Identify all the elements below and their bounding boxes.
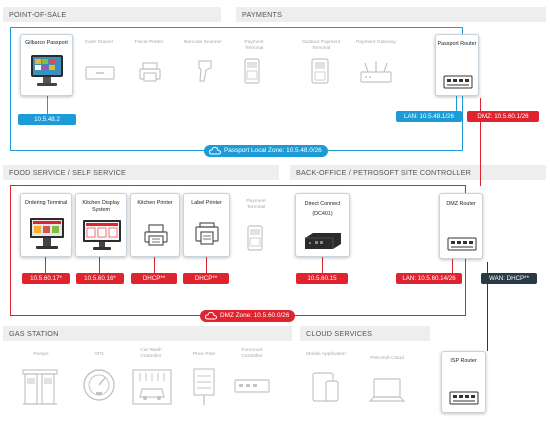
gilbarco-ip-badge: 10.5.48.2 (18, 114, 76, 125)
lan-passport-badge: LAN: 10.5.48.1/26 (396, 111, 462, 122)
pumps-label: Pumps (33, 352, 49, 357)
passport-router-label: Passport Router (437, 41, 477, 47)
gauge-icon (83, 369, 115, 401)
passport-router-link-line (456, 96, 457, 112)
passport-router-card[interactable]: Passport Router (435, 34, 479, 96)
section-title: FOOD SERVICE / SELF SERVICE (9, 168, 126, 177)
kds-link-line (99, 257, 100, 273)
dmz-link-badge: DMZ: 10.5.60.1/26 (467, 111, 539, 122)
kiosk-icon (30, 218, 64, 249)
fuel-pump-icon (22, 369, 58, 405)
gilbarco-link-line (47, 96, 48, 114)
kds-label: Kitchen Display System (82, 200, 120, 213)
dmz-router-card[interactable]: DMZ Router (439, 193, 483, 259)
dmz-router-icon (447, 237, 477, 251)
outdoor-terminal-label: Outdoor Payment Terminal (301, 40, 341, 52)
cash-drawer-label: Cash Drawer (84, 40, 114, 45)
section-title: POINT-OF-SALE (9, 10, 67, 19)
section-header-backoffice: BACK-OFFICE / PETROSOFT SITE CONTROLLER (290, 165, 546, 180)
car-wash-icon (132, 369, 172, 405)
dc-ip-badge: 10.5.60.15 (296, 273, 348, 284)
isp-router-label: ISP Router (450, 358, 477, 364)
kitchen-printer-link-line (154, 257, 155, 273)
payment-gateway-label: Payment Gateway (356, 40, 396, 45)
passport-zone-label: Passport Local Zone: 10.5.48.0/26 (204, 145, 328, 157)
fiscal-printer-icon (139, 62, 161, 82)
section-title: BACK-OFFICE / PETROSOFT SITE CONTROLLER (296, 168, 471, 177)
ordering-ip-badge: 10.5.60.17* (22, 273, 70, 284)
kitchen-printer-label: Kitchen Printer (137, 200, 173, 206)
kds-card[interactable]: Kitchen Display System (75, 193, 127, 257)
isp-router-icon (449, 391, 479, 405)
monitor-icon (83, 220, 121, 250)
food-payment-terminal-icon (247, 225, 263, 251)
ordering-terminal-card[interactable]: Ordering Terminal (20, 193, 72, 257)
atg-label: ATG (94, 352, 104, 357)
wan-link-line (487, 262, 488, 351)
section-title: CLOUD SERVICES (306, 329, 373, 338)
lan-dmz-badge: LAN: 10.5.60.14/26 (396, 273, 462, 284)
kds-ip-badge: 10.5.60.16* (76, 273, 124, 284)
dmz-router-link-line (452, 259, 453, 273)
mobile-devices-icon (312, 372, 339, 402)
cloud-icon (208, 146, 222, 155)
dmz-router-label: DMZ Router (446, 201, 476, 207)
laptop-icon (368, 378, 406, 402)
label-printer-ip-badge: DHCP** (183, 273, 229, 284)
fiscal-printer-label: Fiscal Printer (134, 40, 164, 45)
ordering-terminal-label: Ordering Terminal (24, 200, 68, 206)
kitchen-printer-card[interactable]: Kitchen Printer (130, 193, 180, 257)
dmz-link-line (480, 98, 481, 186)
price-pole-label: Price Pole (192, 352, 216, 357)
dmz-zone-text: DMZ Zone: 10.5.60.0/26 (220, 312, 290, 319)
car-wash-label: Car Wash Controller (140, 348, 162, 360)
label-printer-link-line (206, 257, 207, 273)
petrosoft-cloud-label: Petrosoft Cloud (370, 356, 404, 361)
cloud-icon (204, 311, 218, 320)
outdoor-terminal-icon (311, 58, 329, 84)
section-title: GAS STATION (9, 329, 59, 338)
payment-gateway-icon (360, 61, 392, 83)
mobile-app-label: Mobile Application (306, 352, 346, 357)
section-header-food: FOOD SERVICE / SELF SERVICE (3, 165, 279, 180)
section-header-gas: GAS STATION (3, 326, 292, 341)
pos-terminal-icon (31, 55, 63, 86)
barcode-scanner-icon (198, 60, 212, 82)
forecourt-label: Forecourt Controller (241, 348, 263, 360)
router-icon (443, 75, 473, 89)
forecourt-controller-icon (234, 379, 270, 393)
section-header-cloud: CLOUD SERVICES (300, 326, 430, 341)
controller-box-icon (305, 233, 341, 249)
gilbarco-passport-card[interactable]: Gilbarco Passport (20, 34, 73, 96)
direct-connect-card[interactable]: Direct Connect (DC401) (295, 193, 350, 257)
direct-connect-label: Direct Connect (304, 201, 341, 207)
label-printer-icon (195, 222, 219, 245)
barcode-scanner-label: Barcode Scanner (184, 40, 222, 45)
pos-payment-terminal-icon (244, 58, 260, 84)
section-header-pos: POINT-OF-SALE (3, 7, 221, 22)
price-sign-icon (193, 368, 215, 405)
pos-payment-terminal-label: Payment Terminal (244, 40, 264, 52)
gilbarco-passport-label: Gilbarco Passport (25, 40, 68, 46)
dc-link-line (322, 257, 323, 273)
section-header-payments: PAYMENTS (236, 7, 546, 22)
label-printer-card[interactable]: Label Printer (183, 193, 230, 257)
section-title: PAYMENTS (242, 10, 283, 19)
isp-router-card[interactable]: ISP Router (441, 351, 486, 413)
ordering-link-line (45, 257, 46, 273)
wan-badge: WAN: DHCP** (481, 273, 537, 284)
passport-zone-text: Passport Local Zone: 10.5.48.0/26 (224, 147, 322, 154)
kitchen-printer-ip-badge: DHCP** (131, 273, 177, 284)
cash-drawer-icon (85, 66, 115, 80)
dmz-zone-label: DMZ Zone: 10.5.60.0/26 (200, 310, 296, 322)
direct-connect-model: (DC401) (312, 210, 333, 217)
printer-icon (144, 224, 168, 246)
food-payment-terminal-label: Payment Terminal (246, 199, 266, 211)
label-printer-label: Label Printer (191, 200, 222, 206)
